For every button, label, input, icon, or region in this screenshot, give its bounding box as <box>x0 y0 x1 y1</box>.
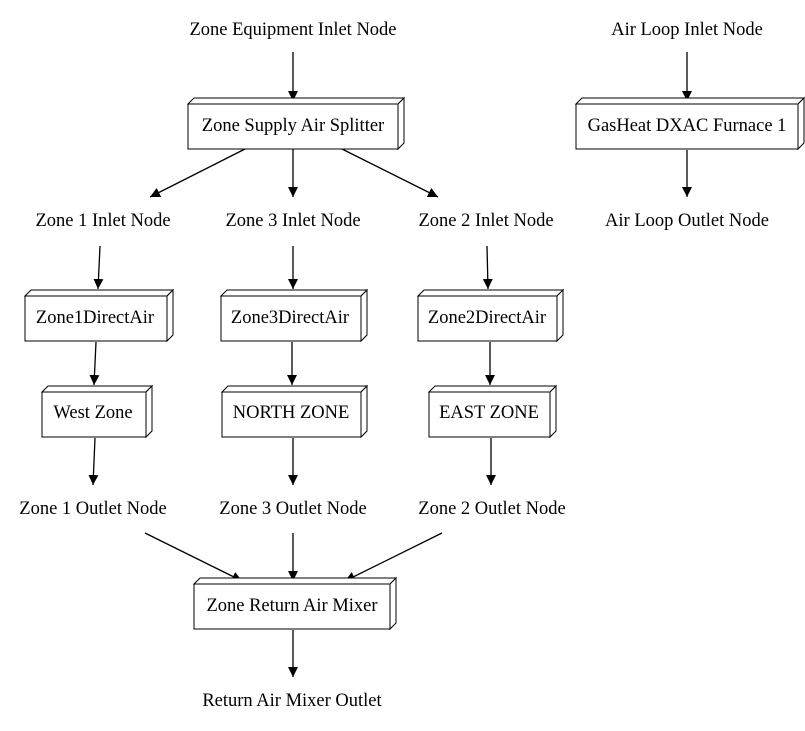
east-zone-box <box>427 384 558 439</box>
edge-zone-supply-air-splitter-to-zone1-inlet-node <box>149 148 246 198</box>
zone2-direct-air-box <box>416 288 565 343</box>
zone3-inlet-node-label: Zone 3 Inlet Node <box>225 210 361 231</box>
edge-west-zone-to-zone1-outlet-node <box>88 437 99 486</box>
north-zone-label: NORTH ZONE <box>232 402 350 423</box>
zone-return-air-mixer-label: Zone Return Air Mixer <box>206 595 378 616</box>
zone-supply-air-splitter-label: Zone Supply Air Splitter <box>201 115 385 136</box>
zone1-direct-air-box <box>23 288 175 343</box>
zone3-direct-air-box <box>219 288 369 343</box>
gasheat-dxac-furnace-box <box>574 96 805 151</box>
gasheat-dxac-furnace-label: GasHeat DXAC Furnace 1 <box>587 115 787 136</box>
zone1-direct-air-label: Zone1DirectAir <box>35 307 155 328</box>
zone-supply-air-splitter-box <box>186 96 406 151</box>
air-loop-inlet-node-label: Air Loop Inlet Node <box>611 19 763 40</box>
east-zone-label: EAST ZONE <box>439 402 539 423</box>
edge-zone1-direct-air-to-west-zone <box>89 341 100 386</box>
zone2-inlet-node-label: Zone 2 Inlet Node <box>418 210 554 231</box>
edge-zone2-inlet-node-to-zone2-direct-air <box>482 245 493 290</box>
zone3-direct-air-label: Zone3DirectAir <box>230 307 350 328</box>
zone2-direct-air-label: Zone2DirectAir <box>427 307 547 328</box>
zone3-outlet-node-label: Zone 3 Outlet Node <box>219 498 367 519</box>
west-zone-box <box>40 384 154 439</box>
edge-zone1-outlet-node-to-zone-return-air-mixer <box>144 532 243 582</box>
zone2-outlet-node-label: Zone 2 Outlet Node <box>418 498 566 519</box>
zone-equipment-inlet-node-label: Zone Equipment Inlet Node <box>189 19 397 40</box>
zone1-outlet-node-label: Zone 1 Outlet Node <box>19 498 167 519</box>
zone1-inlet-node-label: Zone 1 Inlet Node <box>35 210 171 231</box>
air-loop-outlet-node-label: Air Loop Outlet Node <box>605 210 769 231</box>
north-zone-box <box>220 384 369 439</box>
edge-zone2-outlet-node-to-zone-return-air-mixer <box>344 532 443 582</box>
edge-zone1-inlet-node-to-zone1-direct-air <box>93 245 104 290</box>
zone-return-air-mixer-box <box>192 576 398 631</box>
return-air-mixer-outlet-label: Return Air Mixer Outlet <box>202 690 382 711</box>
edge-zone-supply-air-splitter-to-zone2-inlet-node <box>341 148 439 198</box>
west-zone-label: West Zone <box>53 402 133 423</box>
